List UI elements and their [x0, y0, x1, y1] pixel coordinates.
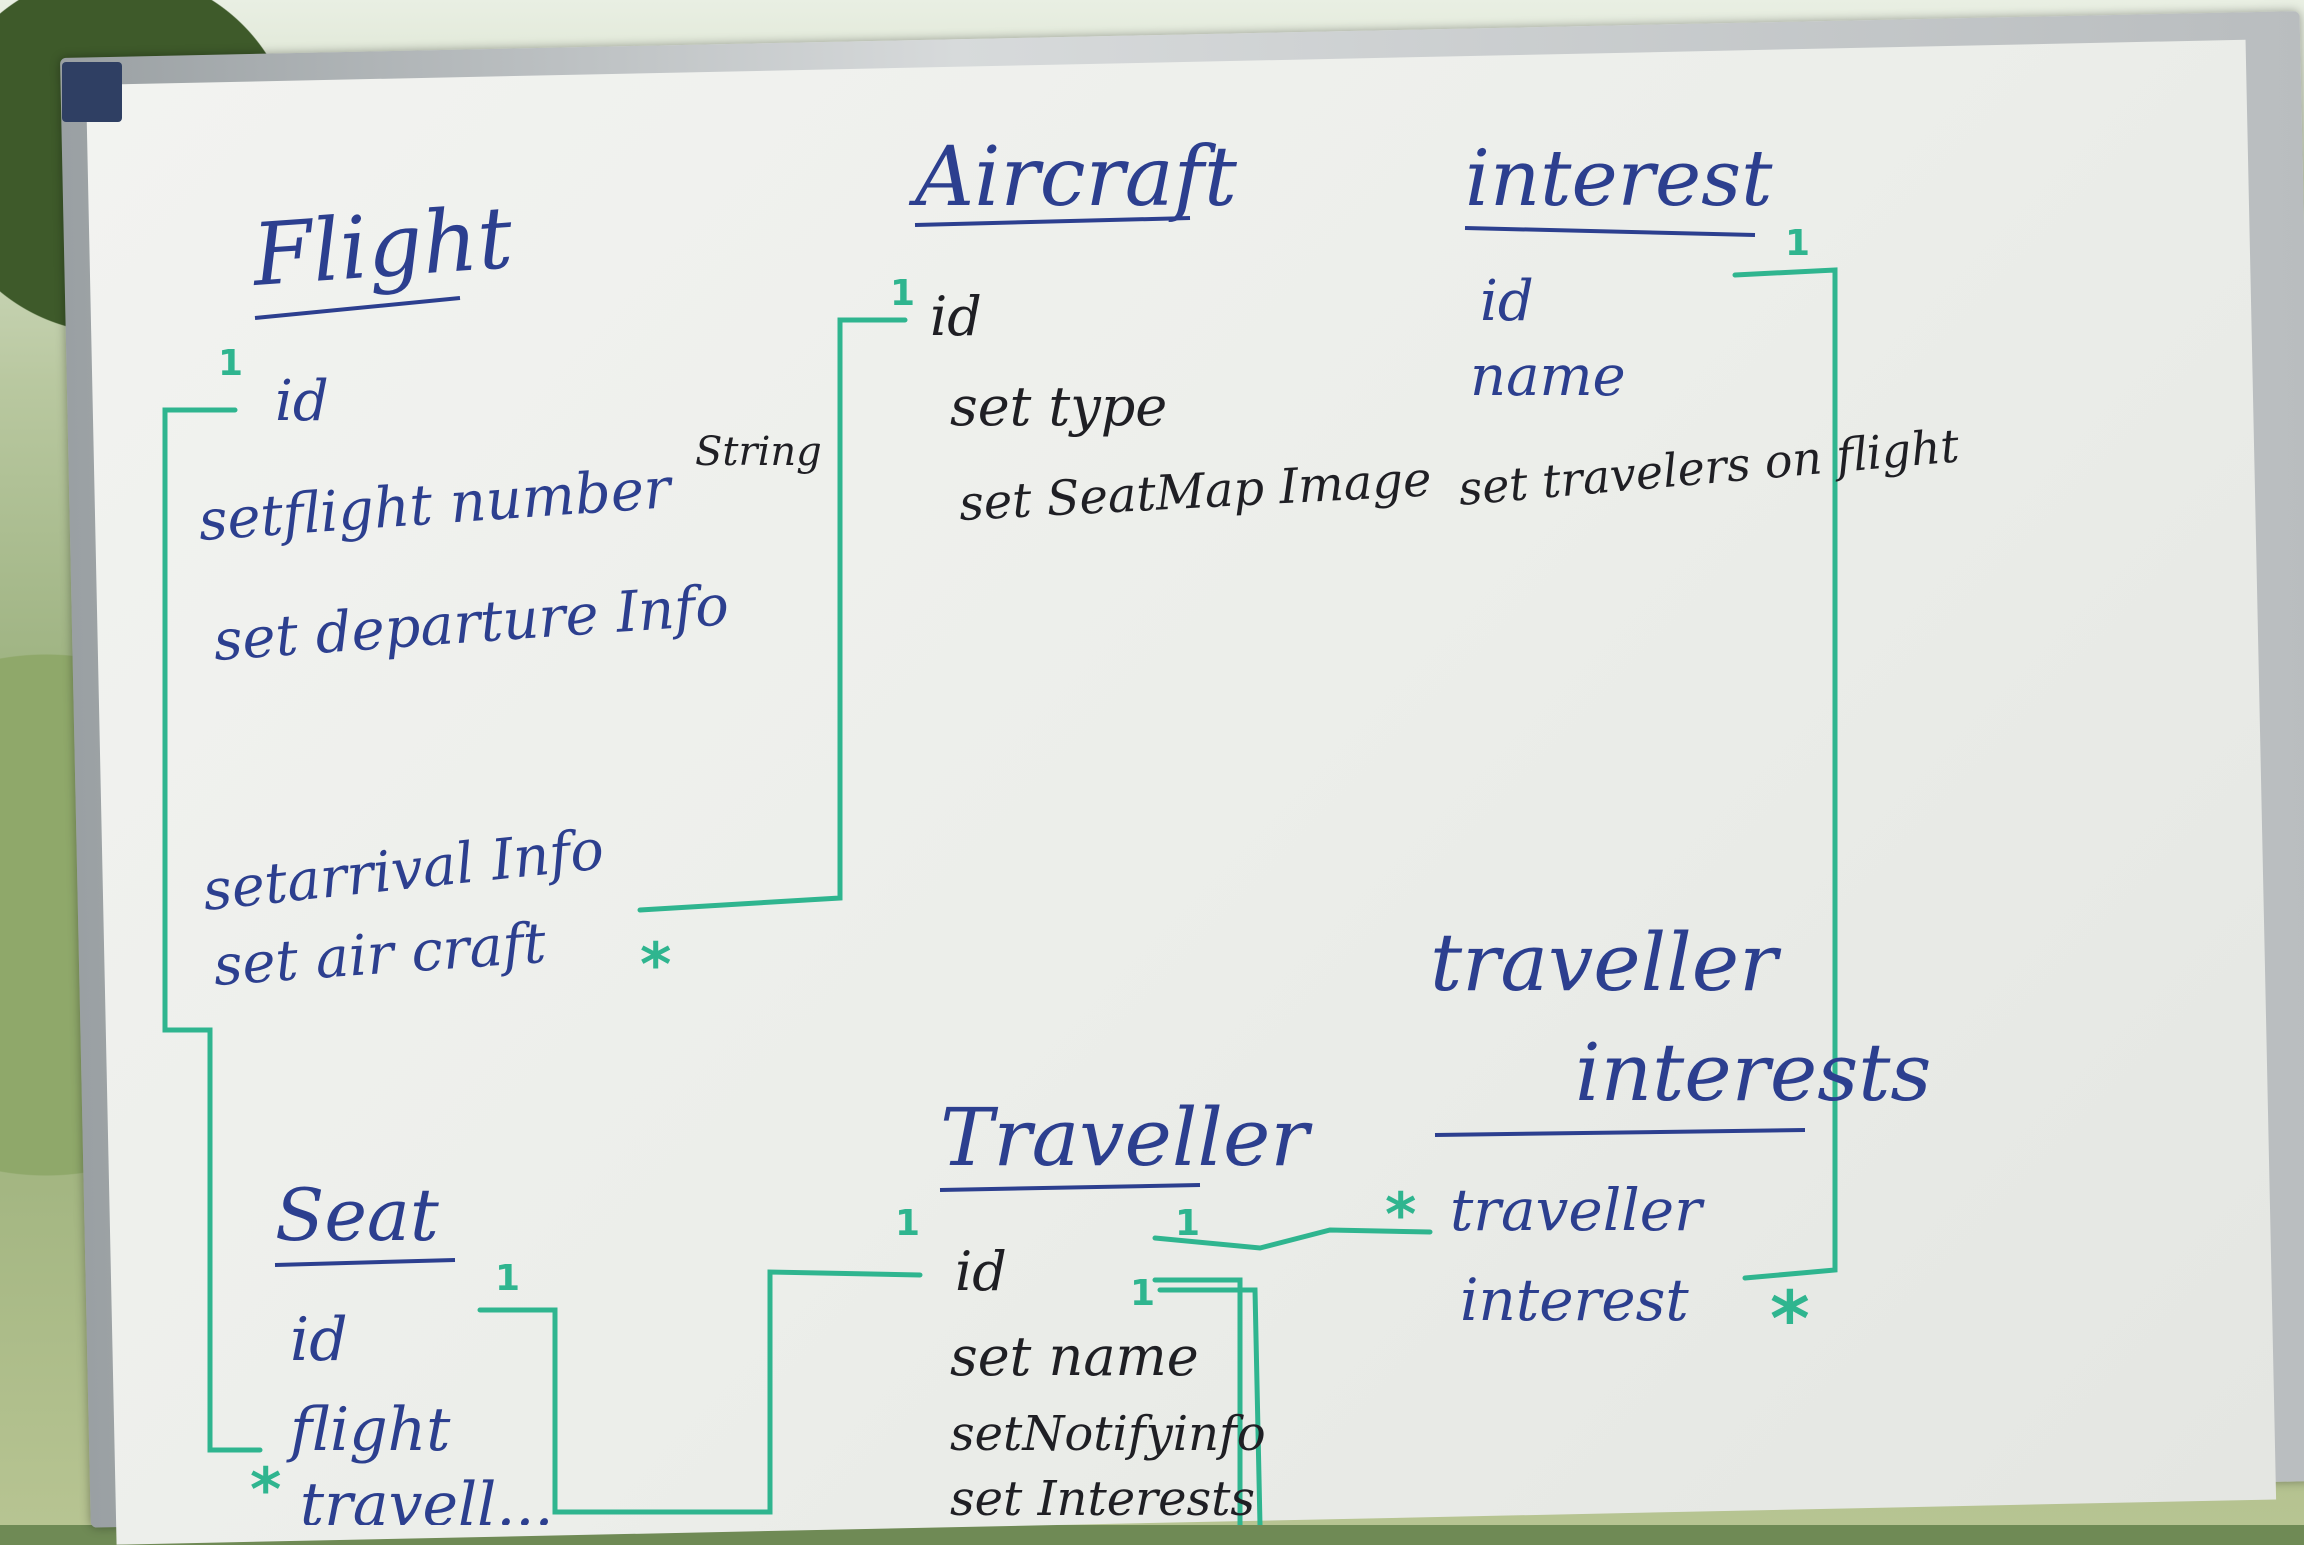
interest-fields: id name set travelers on flight [1456, 269, 1961, 516]
traveller-field-notify: setNotifyinfo [950, 1406, 1266, 1462]
ti-field-traveller: traveller [1450, 1176, 1705, 1244]
title-flight: Flight [247, 188, 515, 306]
title-traveller-interests-line1: traveller [1430, 916, 1782, 1009]
aircraft-field-id: id [930, 285, 982, 348]
seat-field-id: id [290, 1305, 348, 1375]
mult-seat-many: * [250, 1455, 281, 1525]
relationship-lines [162, 267, 1838, 1525]
line-traveller-extra-2 [1157, 1287, 1263, 1525]
flight-field-number: setflight number [196, 456, 675, 554]
underline-traveller-interests [1434, 1128, 1806, 1137]
underline-seat [274, 1258, 456, 1267]
mult-ti-many-left: * [1385, 1180, 1416, 1250]
mult-flight-one: 1 [218, 343, 243, 384]
mult-traveller-one-left: 1 [895, 1203, 920, 1244]
mult-traveller-one-right: 1 [1175, 1203, 1200, 1244]
seat-fields: id flight travell... [286, 1305, 554, 1525]
underline-flight [254, 296, 461, 320]
entity-titles: Flight Aircraft interest Seat Traveller … [247, 130, 1931, 1257]
underline-aircraft [914, 216, 1191, 227]
seat-field-traveller: travell... [300, 1470, 554, 1525]
traveller-field-name: set name [950, 1325, 1199, 1388]
title-aircraft: Aircraft [908, 130, 1238, 225]
line-interest-travellerinterests [1732, 267, 1838, 1281]
title-interest: interest [1465, 134, 1773, 224]
mult-interest-one: 1 [1785, 223, 1810, 264]
traveller-field-id: id [955, 1240, 1007, 1303]
aircraft-field-type: set type [950, 375, 1167, 438]
line-seat-traveller [477, 1269, 923, 1515]
mult-aircraft-one: 1 [890, 273, 915, 314]
title-traveller: Traveller [940, 1091, 1313, 1184]
flight-fields: id setflight number set departure Info s… [196, 369, 730, 999]
line-flight-aircraft [637, 317, 908, 913]
interest-field-id: id [1480, 269, 1534, 334]
mult-flight-many: * [640, 930, 671, 1000]
line-traveller-extra-1 [1152, 1277, 1243, 1525]
entity-underlines [254, 216, 1806, 1267]
interest-field-travelers: set travelers on flight [1456, 418, 1961, 516]
mult-traveller-one-lower: 1 [1130, 1273, 1155, 1314]
multiplicity-markers: 1 * 1 1 * 1 1 1 1 * * [218, 223, 1810, 1525]
title-traveller-interests-line2: interests [1575, 1026, 1931, 1119]
mult-ti-many-right: * [1770, 1274, 1810, 1363]
mult-seat-one: 1 [495, 1258, 520, 1299]
whiteboard-corner [62, 62, 122, 122]
flight-field-departure: set departure Info [211, 573, 730, 674]
flight-field-aircraft: set air craft [211, 911, 548, 999]
title-seat: Seat [275, 1173, 440, 1257]
line-flight-seat [162, 407, 263, 1453]
aircraft-field-seatmap: set SeatMap Image [958, 451, 1433, 532]
underline-traveller [939, 1183, 1201, 1192]
interest-field-name: name [1470, 344, 1626, 409]
seat-field-flight: flight [286, 1395, 451, 1465]
traveller-fields: id set name setNotifyinfo set Interests [950, 1240, 1266, 1525]
ti-field-interest: interest [1460, 1266, 1689, 1334]
traveller-field-interests: set Interests [950, 1471, 1255, 1525]
string-annotation: String [695, 429, 822, 475]
flight-field-id: id [275, 369, 329, 434]
line-traveller-travellerinterests [1152, 1227, 1433, 1251]
underline-interest [1464, 226, 1756, 237]
flight-field-arrival: setarrival Info [200, 817, 607, 924]
aircraft-fields: id set type set SeatMap Image [930, 285, 1433, 532]
traveller-interests-fields: traveller interest [1450, 1176, 1705, 1334]
